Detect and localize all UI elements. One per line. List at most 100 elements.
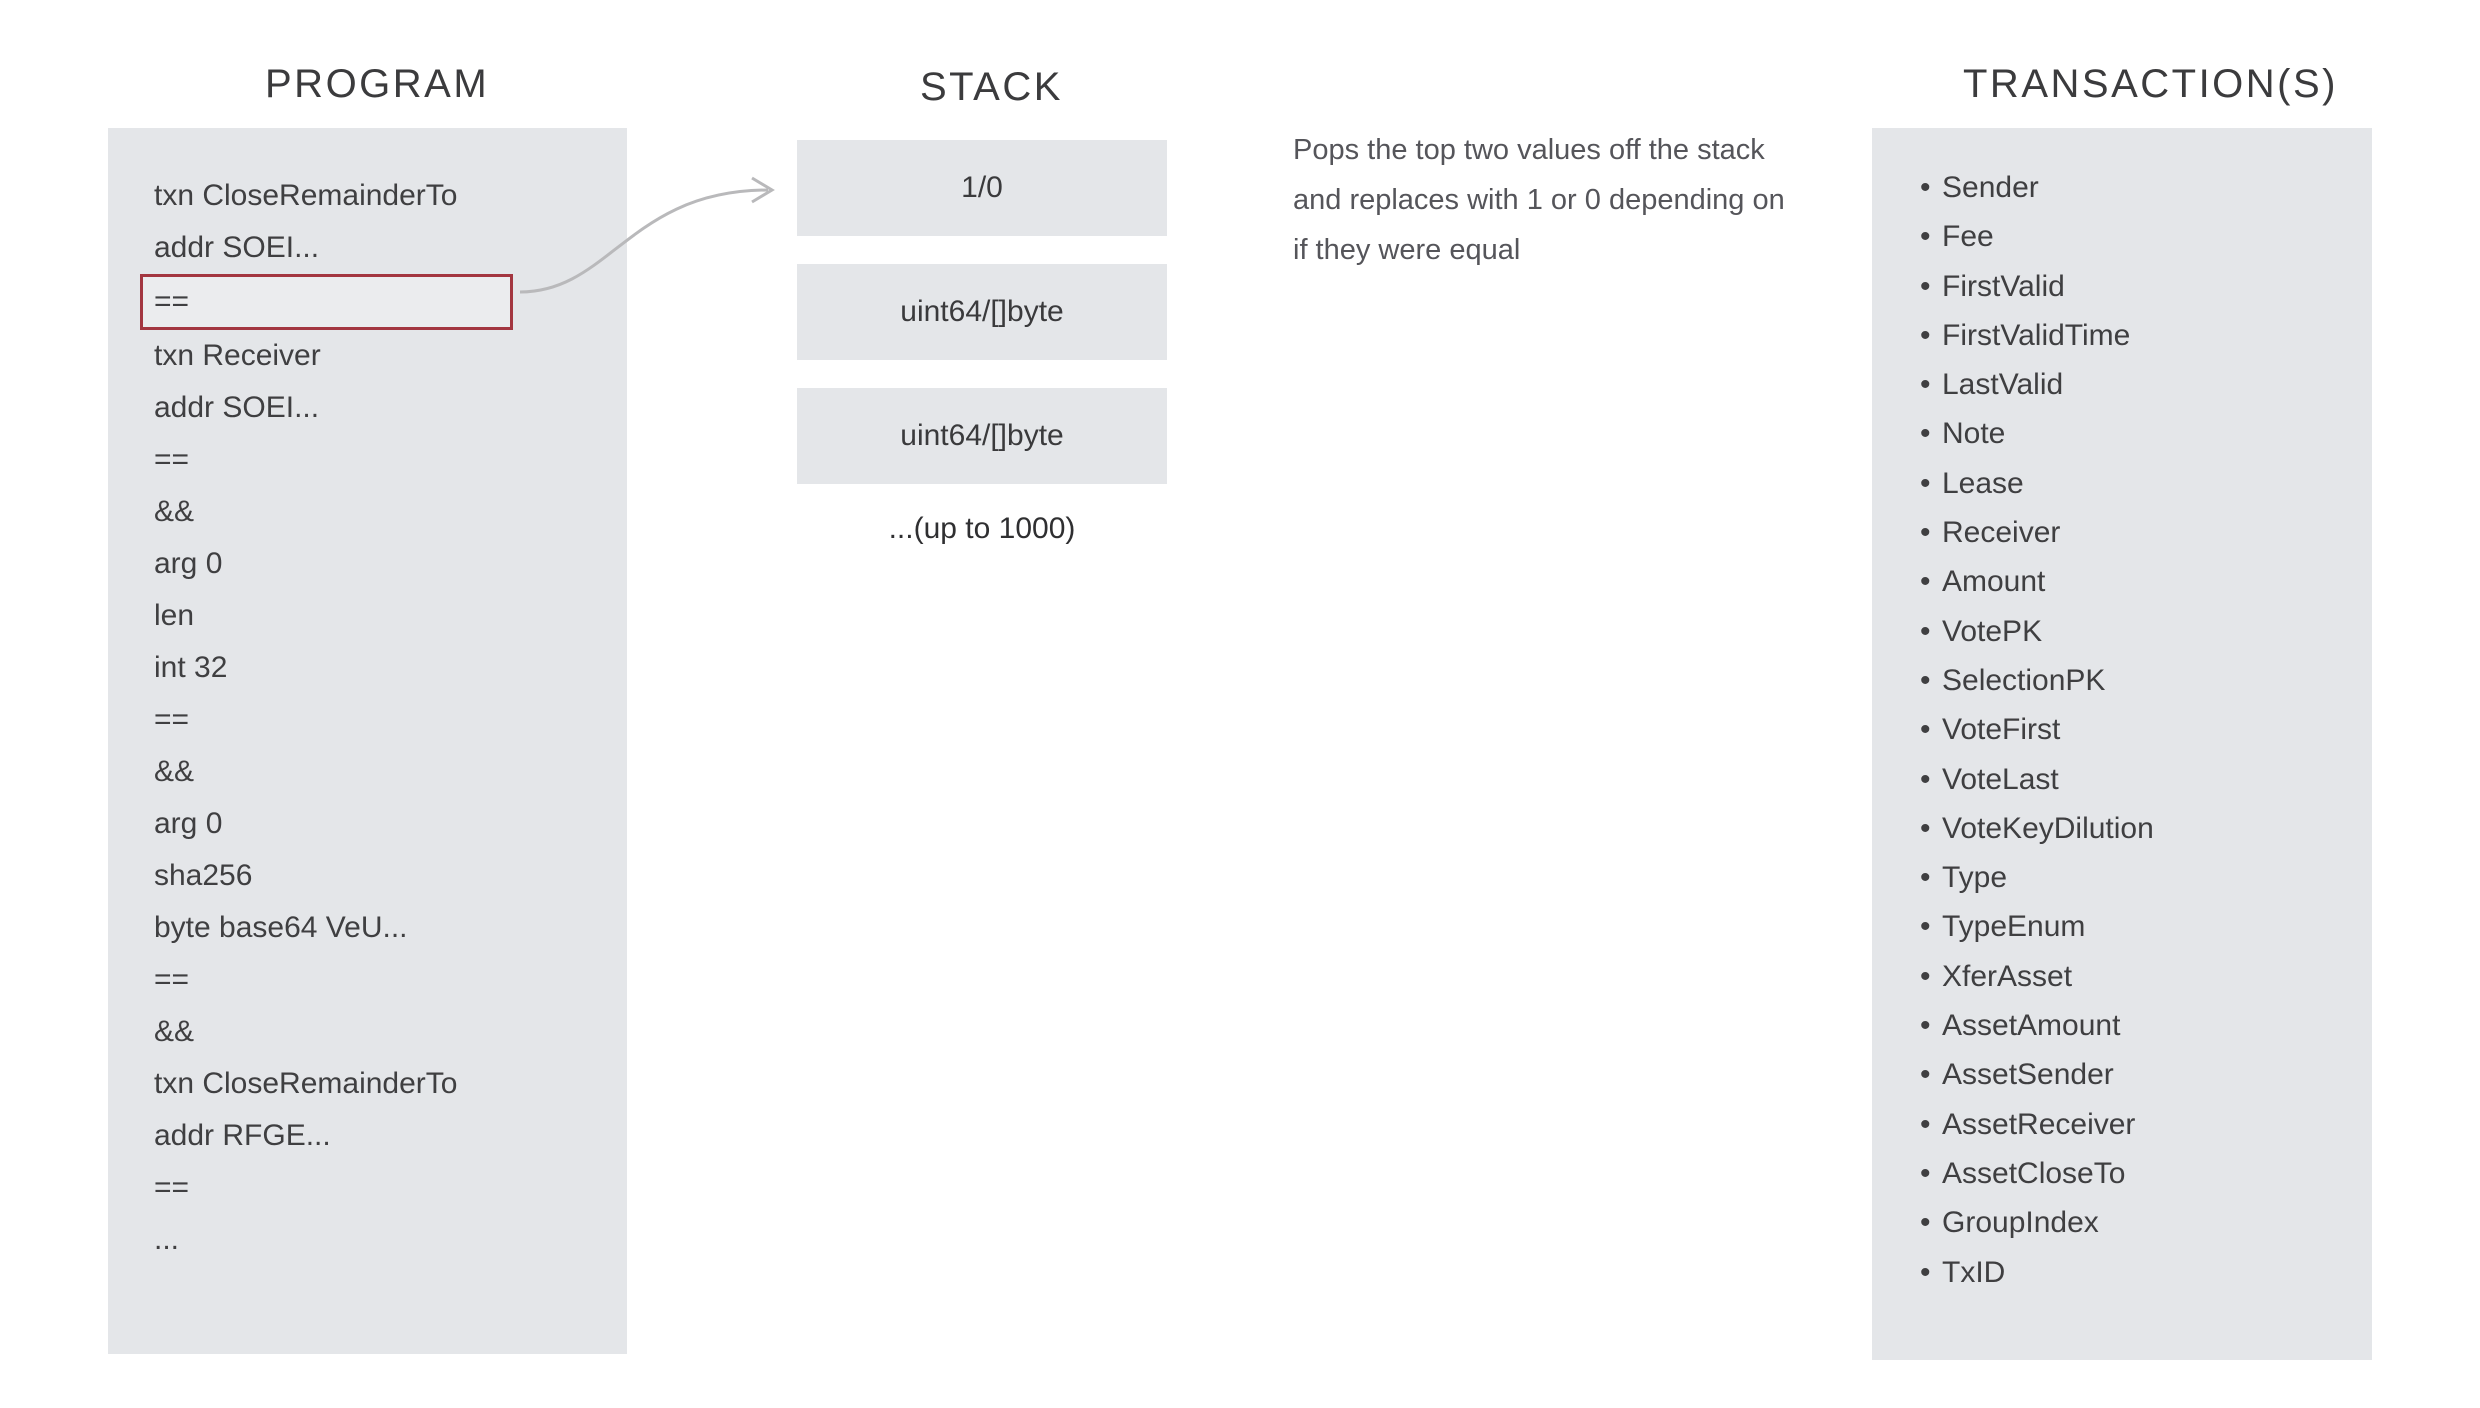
transaction-field: • XferAsset	[1920, 952, 2360, 1001]
bullet-icon: •	[1920, 762, 1931, 796]
transaction-field: • FirstValidTime	[1920, 311, 2360, 360]
transaction-field-label: XferAsset	[1942, 959, 2073, 993]
bullet-icon: •	[1920, 1009, 1931, 1043]
program-column-title: PROGRAM	[265, 62, 490, 106]
stack-cell: 1/0	[797, 140, 1167, 236]
transaction-field: • Fee	[1920, 212, 2360, 261]
transaction-field-label: Type	[1942, 861, 2008, 895]
transaction-field: • AssetAmount	[1920, 1001, 2360, 1050]
bullet-icon: •	[1920, 614, 1931, 648]
program-row[interactable]: &&	[154, 755, 195, 788]
transaction-field: • Type	[1920, 853, 2360, 902]
program-row[interactable]: arg 0	[154, 547, 223, 580]
program-row[interactable]: ==	[154, 1171, 190, 1204]
bullet-icon: •	[1920, 1156, 1931, 1190]
bullet-icon: •	[1920, 663, 1931, 697]
transaction-field: • Note	[1920, 409, 2360, 458]
transaction-field-label: Fee	[1942, 220, 1994, 254]
program-row[interactable]: txn CloseRemainderTo	[154, 1067, 458, 1100]
transaction-field: • TypeEnum	[1920, 902, 2360, 951]
bullet-icon: •	[1920, 811, 1931, 845]
program-row[interactable]: addr RFGE...	[154, 1119, 331, 1152]
transaction-field-label: LastValid	[1942, 368, 2064, 402]
program-row[interactable]: addr SOEI...	[154, 391, 320, 424]
program-row-highlighted[interactable]: ==	[140, 274, 513, 330]
program-row[interactable]: byte base64 VeU...	[154, 911, 408, 944]
transaction-field-label: VoteFirst	[1942, 713, 2061, 747]
bullet-icon: •	[1920, 318, 1931, 352]
stack-cells: 1/0 uint64/[]byte uint64/[]byte ...(up to …	[797, 140, 1167, 546]
program-instruction-list: txn CloseRemainderTo addr SOEI... == txn Re…	[140, 170, 624, 1266]
bullet-icon: •	[1920, 368, 1931, 402]
transaction-field-label: Amount	[1942, 565, 2046, 599]
transaction-field: • VoteFirst	[1920, 705, 2360, 754]
transaction-field-label: GroupIndex	[1942, 1206, 2099, 1240]
transaction-field: • AssetSender	[1920, 1050, 2360, 1099]
transaction-field-label: Receiver	[1942, 516, 2061, 550]
transaction-field-label: TypeEnum	[1942, 910, 2086, 944]
bullet-icon: •	[1920, 861, 1931, 895]
transaction-field-label: VoteKeyDilution	[1942, 811, 2154, 845]
transaction-field: • Receiver	[1920, 508, 2360, 557]
transaction-field-label: FirstValid	[1942, 269, 2065, 303]
transaction-field: • LastValid	[1920, 360, 2360, 409]
program-row[interactable]: sha256	[154, 859, 253, 892]
bullet-icon: •	[1920, 466, 1931, 500]
transaction-field-label: AssetAmount	[1942, 1009, 2121, 1043]
transaction-field: • TxID	[1920, 1248, 2360, 1297]
program-row[interactable]: int 32	[154, 651, 228, 684]
bullet-icon: •	[1920, 1206, 1931, 1240]
transaction-field-label: SelectionPK	[1942, 663, 2106, 697]
program-row[interactable]: addr SOEI...	[154, 231, 320, 264]
bullet-icon: •	[1920, 959, 1931, 993]
transaction-field: • FirstValid	[1920, 262, 2360, 311]
program-row[interactable]: len	[154, 599, 195, 632]
program-row[interactable]: txn Receiver	[154, 339, 321, 372]
stack-overflow-label: ...(up to 1000)	[888, 512, 1076, 545]
program-panel	[108, 128, 627, 1354]
program-row[interactable]: ==	[154, 443, 190, 476]
bullet-icon: •	[1920, 220, 1931, 254]
transaction-field-list: • Sender • Fee • FirstValid • FirstValidTime • La…	[1920, 163, 2360, 1297]
transaction-field: • VotePK	[1920, 607, 2360, 656]
transaction-field: • AssetReceiver	[1920, 1100, 2360, 1149]
bullet-icon: •	[1920, 516, 1931, 550]
program-row[interactable]: arg 0	[154, 807, 223, 840]
transaction-field: • AssetCloseTo	[1920, 1149, 2360, 1198]
transaction-field: • VoteKeyDilution	[1920, 804, 2360, 853]
stack-cell: uint64/[]byte	[797, 388, 1167, 484]
bullet-icon: •	[1920, 1255, 1931, 1289]
stack-cell: uint64/[]byte	[797, 264, 1167, 360]
program-row[interactable]: txn CloseRemainderTo	[154, 179, 458, 212]
bullet-icon: •	[1920, 910, 1931, 944]
transaction-field: • SelectionPK	[1920, 656, 2360, 705]
program-row[interactable]: ==	[154, 963, 190, 996]
transaction-field-label: VotePK	[1942, 614, 2043, 648]
bullet-icon: •	[1920, 1107, 1931, 1141]
opcode-description: Pops the top two values off the stack an…	[1293, 134, 1785, 266]
transaction-field-label: Note	[1942, 417, 2006, 451]
bullet-icon: •	[1920, 713, 1931, 747]
transaction-field-label: AssetSender	[1942, 1058, 2114, 1092]
transaction-field: • Lease	[1920, 459, 2360, 508]
program-row[interactable]: ...	[154, 1223, 180, 1256]
bullet-icon: •	[1920, 1058, 1931, 1092]
program-row[interactable]: &&	[154, 495, 195, 528]
transaction-field-label: VoteLast	[1942, 762, 2059, 796]
transaction-field-label: TxID	[1942, 1255, 2006, 1289]
program-row[interactable]: ==	[154, 703, 190, 736]
transaction-field: • GroupIndex	[1920, 1198, 2360, 1247]
bullet-icon: •	[1920, 269, 1931, 303]
transaction-field-label: AssetReceiver	[1942, 1107, 2136, 1141]
transaction-column-title: TRANSACTION(S)	[1963, 62, 2338, 106]
transaction-field: • Amount	[1920, 557, 2360, 606]
bullet-icon: •	[1920, 417, 1931, 451]
transaction-field-label: FirstValidTime	[1942, 318, 2131, 352]
program-row[interactable]: &&	[154, 1015, 195, 1048]
bullet-icon: •	[1920, 565, 1931, 599]
transaction-field-label: Sender	[1942, 171, 2039, 204]
transaction-field-label: Lease	[1942, 466, 2024, 500]
transaction-field-label: AssetCloseTo	[1942, 1156, 2126, 1190]
bullet-icon: •	[1920, 171, 1931, 204]
transaction-field: • VoteLast	[1920, 755, 2360, 804]
